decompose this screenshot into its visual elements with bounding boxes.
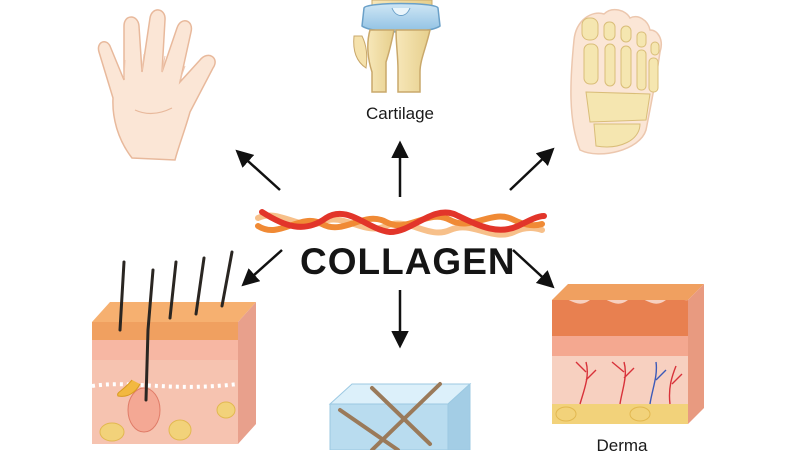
arrow-to-hair-skin [241, 249, 283, 287]
arrow-to-foot [509, 147, 555, 191]
hair-skin-illustration [91, 250, 256, 444]
collagen-triple-helix [255, 209, 547, 238]
arrow-to-hand [235, 149, 281, 191]
derma-illustration [552, 284, 704, 424]
arrows [235, 140, 555, 349]
cartilage-label: Cartilage [365, 104, 435, 123]
arrow-to-derma [512, 249, 555, 289]
knee-cartilage-illustration [353, 0, 441, 93]
foot-bones-illustration [570, 8, 662, 155]
derma-label: Derma [596, 436, 648, 455]
diagram-title: COLLAGEN [300, 241, 516, 282]
hand-illustration [97, 9, 216, 161]
cornea-collagen-block [328, 382, 472, 450]
